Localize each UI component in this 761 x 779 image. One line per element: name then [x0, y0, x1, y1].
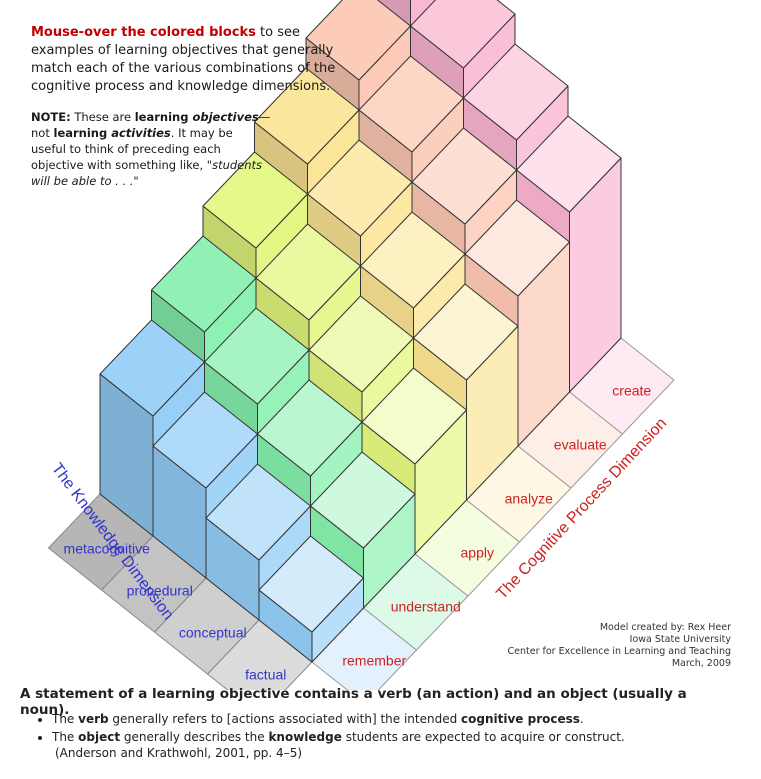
taxonomy-block[interactable] [258, 535, 364, 663]
citation: (Anderson and Krathwohl, 2001, pp. 4–5) [55, 746, 303, 760]
block-top-face [516, 115, 622, 213]
block-top-face [360, 211, 466, 309]
block-top-face [361, 367, 467, 465]
credit-line: Iowa State University [629, 634, 731, 645]
block-top-face [205, 463, 311, 561]
note-label: NOTE: [31, 110, 71, 124]
cognitive-level-label: evaluate [554, 437, 607, 453]
note-bold: learning [134, 110, 193, 124]
knowledge-level-label: procedural [127, 583, 193, 599]
block-top-face [258, 535, 364, 633]
block-top-face [307, 139, 413, 237]
note-bold: learning [53, 126, 112, 140]
intro-text: Mouse-over the colored blocks to see exa… [31, 24, 361, 96]
knowledge-level-label: metacognitive [64, 541, 151, 557]
block-top-face [255, 223, 361, 321]
taxonomy-stage: factual conceptual procedural metacognitive… [31, 0, 731, 717]
block-top-face [99, 319, 205, 417]
intro-rest: to see examples of learning objectives t… [31, 25, 336, 94]
credit-line: Model created by: Rex Heer [599, 622, 731, 633]
note-text: NOTE: These are learning objectives—not … [31, 109, 271, 189]
model-credit: Model created by: Rex Heer Iowa State Un… [411, 622, 731, 670]
block-top-face [413, 283, 519, 381]
note-objectives: objectives [192, 110, 259, 124]
credit-line: Center for Excellence in Learning and Te… [507, 646, 731, 657]
knowledge-level-label: factual [245, 667, 286, 683]
intro-highlight: Mouse-over the colored blocks [31, 25, 256, 40]
block-top-face [202, 151, 308, 249]
cognitive-level-label: understand [391, 599, 461, 615]
block-top-face [358, 55, 464, 153]
cognitive-level-label: analyze [505, 491, 553, 507]
blocks-layer [99, 0, 622, 663]
cognitive-level-label: remember [342, 653, 406, 669]
block-top-face [410, 0, 516, 69]
cut-off-paragraph [20, 771, 740, 779]
bullet-verb: The verb generally refers to [actions as… [52, 710, 752, 728]
block-top-face [305, 0, 411, 81]
note-part: . It may be useful to think of preceding… [31, 126, 233, 172]
note-quote: "students will be able to . . ." [31, 158, 263, 188]
block-top-face [308, 295, 414, 393]
cognitive-level-label: apply [461, 545, 494, 561]
block-top-face [257, 379, 363, 477]
taxonomy-diagram: factual conceptual procedural metacognitive… [48, 0, 675, 717]
cognitive-level-label: create [612, 383, 651, 399]
block-top-face [464, 199, 570, 297]
block-top-face [152, 391, 258, 489]
block-top-face [254, 67, 360, 165]
block-top-face [151, 235, 257, 333]
note-part: —not [31, 110, 271, 140]
statement-bullets: The verb generally refers to [actions as… [32, 710, 752, 746]
block-top-face [204, 307, 310, 405]
note-activities: activities [111, 126, 171, 140]
bullet-object: The object generally describes the knowl… [52, 728, 752, 746]
credit-line: March, 2009 [671, 658, 731, 669]
block-top-face [411, 127, 517, 225]
block-top-face [310, 451, 416, 549]
note-part: These are [70, 110, 135, 124]
knowledge-level-label: conceptual [179, 625, 247, 641]
block-top-face [463, 43, 569, 141]
statement-heading: A statement of a learning objective cont… [20, 686, 687, 718]
